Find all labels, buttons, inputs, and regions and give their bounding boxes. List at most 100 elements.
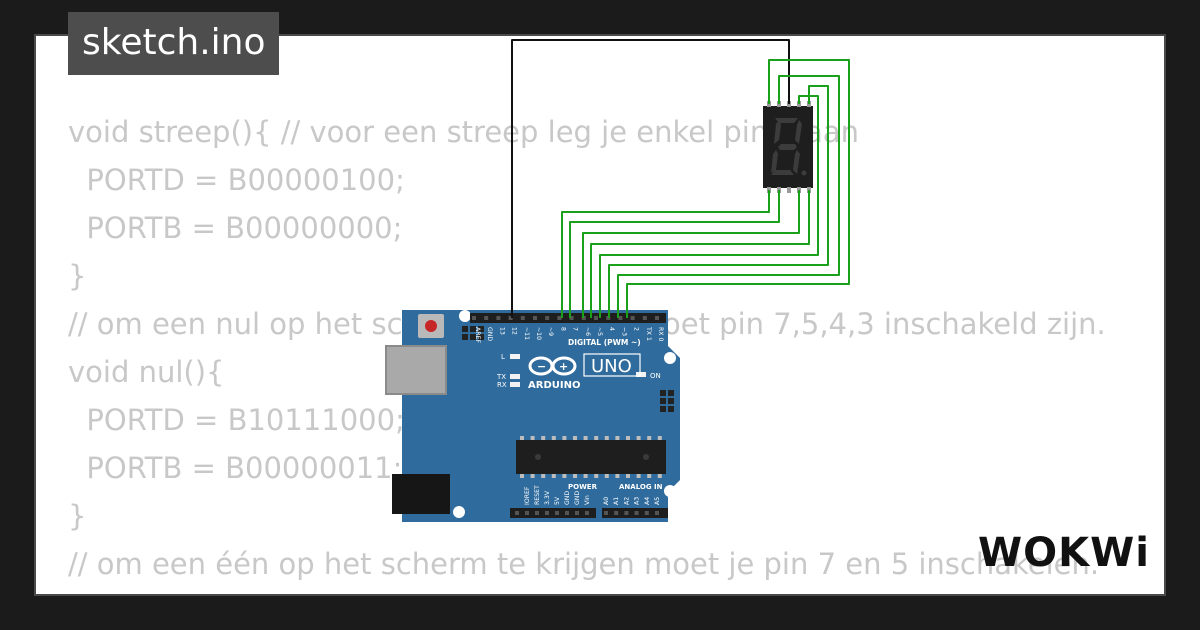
chip-leg [573, 474, 577, 478]
chip-leg [657, 436, 662, 440]
header-pin[interactable] [508, 316, 513, 320]
code-line: } [68, 259, 87, 293]
mount-hole [453, 506, 465, 518]
wire-pin-3 [617, 75, 840, 318]
chip-leg [541, 436, 546, 440]
pin-label: ~10 [535, 327, 542, 340]
header-pin[interactable] [569, 316, 574, 320]
header-pin[interactable] [496, 316, 501, 320]
wire-pin-5 [599, 95, 819, 318]
seven-segment-display[interactable]: 8. [763, 101, 813, 193]
code-line: PORTB = B00000000; [68, 211, 403, 245]
led-rx-label: RX [497, 381, 507, 389]
header-pin[interactable] [545, 316, 550, 320]
chip-leg [626, 436, 630, 440]
analog-header-label: ANALOG IN [619, 483, 663, 491]
digital-header [470, 313, 666, 323]
reset-button[interactable] [425, 320, 437, 332]
code-editor[interactable]: void streep(){ // voor een streep leg je… [68, 108, 1106, 594]
pin-label: 12 [511, 327, 518, 335]
header-pin[interactable] [555, 511, 559, 515]
chip-leg [562, 474, 567, 478]
pin-label: 2 [633, 327, 640, 331]
digital-header-label: DIGITAL (PWM ~) [568, 338, 641, 347]
icsp-header [462, 326, 674, 412]
header-pin[interactable] [614, 511, 619, 515]
chip-leg [583, 436, 588, 440]
led-on-label: ON [650, 372, 661, 380]
header-pin[interactable] [655, 316, 659, 320]
brand-label: ARDUINO [528, 380, 580, 391]
pin-label: 8 [559, 327, 566, 331]
pin-label: 5V [554, 496, 561, 505]
wire-pin-9 [561, 190, 770, 318]
header-pin[interactable] [545, 511, 549, 515]
header-pin[interactable] [618, 316, 623, 320]
pin-label: IOREF [524, 486, 531, 505]
pin-label: A2 [623, 497, 630, 505]
chip-leg [647, 436, 652, 440]
chip-leg [626, 474, 630, 478]
led-tx-label: TX [496, 373, 506, 381]
power-jack [392, 474, 450, 514]
pin-label: Vin [584, 495, 591, 505]
chip-leg [583, 474, 588, 478]
header-pin[interactable] [557, 316, 562, 320]
header-pin[interactable] [533, 316, 537, 320]
chip-leg [520, 436, 524, 440]
pin-label: 4 [608, 327, 615, 331]
led-l [510, 354, 520, 359]
header-pin[interactable] [484, 316, 489, 320]
pin-label: ~6 [584, 327, 591, 336]
pin-label: A5 [654, 497, 661, 505]
header-pin[interactable] [624, 511, 629, 515]
pin-label: A3 [634, 497, 641, 505]
wire-pin-8 [569, 190, 780, 318]
chip-leg [562, 436, 567, 440]
header-pin[interactable] [604, 511, 608, 515]
digit-segments [771, 118, 802, 175]
header-pin[interactable] [630, 316, 635, 320]
pin-label: 3.3V [544, 490, 551, 505]
wires [511, 39, 850, 318]
display-digit-value: 8. [788, 142, 798, 153]
bottom-header-pins [515, 511, 659, 515]
header-pin[interactable] [655, 511, 659, 515]
pin-label: A4 [644, 497, 651, 505]
led-rx [510, 382, 520, 387]
header-pin[interactable] [575, 511, 579, 515]
pin-label: ~3 [620, 327, 627, 336]
header-pin[interactable] [515, 511, 519, 515]
chip-leg [573, 436, 577, 440]
code-line: PORTB = B00000011; [68, 451, 403, 485]
code-line: void streep(){ // voor een streep leg je… [68, 115, 860, 149]
chip-legs [520, 436, 662, 478]
header-pin[interactable] [642, 316, 647, 320]
arduino-plus-sign: + [559, 360, 568, 373]
header-pin[interactable] [634, 511, 639, 515]
led-tx [510, 374, 520, 379]
pin-label: GND [574, 491, 581, 505]
header-pin[interactable] [565, 511, 569, 515]
code-line: PORTD = B10111000; [68, 403, 405, 437]
chip-leg [520, 474, 524, 478]
mount-hole [664, 352, 676, 364]
mount-hole [459, 310, 471, 322]
header-pin[interactable] [644, 511, 649, 515]
wire-pin-2 [626, 59, 850, 318]
header-pin[interactable] [594, 316, 598, 320]
model-label: UNO [591, 356, 632, 377]
sketch-filename-label: sketch.ino [68, 12, 280, 75]
arduino-minus-sign: − [537, 360, 546, 373]
header-pin[interactable] [472, 316, 476, 320]
header-pin[interactable] [535, 511, 539, 515]
pin-label: A1 [613, 497, 620, 505]
header-pin[interactable] [520, 316, 525, 320]
chip-leg [657, 474, 662, 478]
header-pin[interactable] [585, 511, 589, 515]
code-line: PORTD = B00000100; [68, 163, 405, 197]
header-pin[interactable] [525, 511, 529, 515]
